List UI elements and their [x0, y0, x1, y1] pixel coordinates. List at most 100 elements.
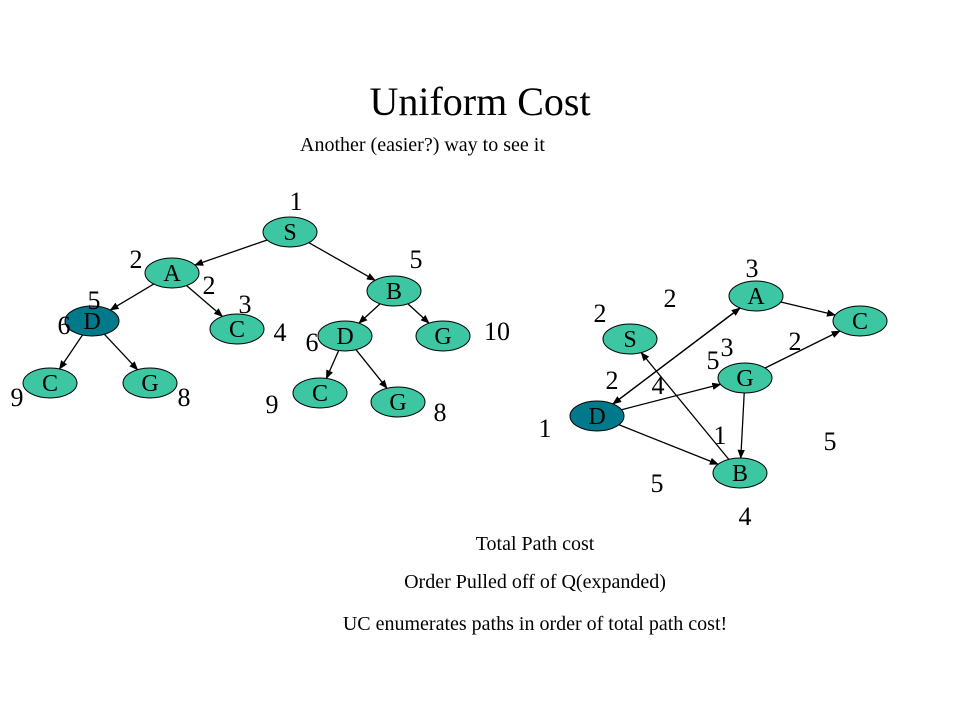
slide-title: Uniform Cost [369, 79, 591, 124]
graph-cost-number: 5 [651, 469, 664, 498]
tree-node-c: C [292, 377, 348, 409]
node-layer: S A B D C C G D G C G S A C G D B [22, 216, 888, 489]
tree-node-c: C [22, 367, 78, 399]
graph-edge [640, 351, 730, 460]
tree-edge [358, 303, 381, 324]
slide-subtitle: Another (easier?) way to see it [300, 134, 545, 156]
graph-cost-number: 1 [539, 414, 552, 443]
graph-cost-number: 2 [594, 299, 607, 328]
graph-node-g: G [717, 362, 773, 394]
tree-node-a: A [144, 257, 200, 289]
tree-edge [308, 242, 376, 281]
tree-node-label: C [42, 371, 58, 397]
tree-node-shape [209, 313, 265, 345]
tree-node-c: C [209, 313, 265, 345]
order-pulled-caption: Order Pulled off of Q(expanded) [404, 571, 666, 593]
graph-node-label: G [736, 366, 753, 392]
edge-layer [58, 239, 841, 465]
tree-node-label: D [83, 309, 100, 335]
graph-node-b: B [712, 457, 768, 489]
graph-cost-number: 2 [789, 327, 802, 356]
tree-node-shape [22, 367, 78, 399]
tree-cost-number: 5 [88, 286, 101, 315]
tree-edge [325, 350, 340, 380]
tree-cost-number: 3 [239, 290, 252, 319]
tree-cost-number: 9 [11, 383, 24, 412]
tree-cost-number: 1 [290, 187, 303, 216]
tree-edge [407, 303, 430, 324]
tree-edge [186, 285, 224, 317]
tree-cost-number: 8 [178, 383, 191, 412]
graph-node-d: D [569, 400, 625, 432]
tree-cost-number: 4 [274, 318, 287, 347]
tree-cost-number: 8 [434, 398, 447, 427]
tree-node-label: S [283, 220, 296, 246]
graph-node-a: A [728, 280, 784, 312]
graph-edge [780, 301, 837, 317]
tree-node-shape [415, 320, 471, 352]
graph-edge [764, 330, 841, 369]
graph-cost-number: 1 [714, 421, 727, 450]
tree-cost-number: 2 [130, 245, 143, 274]
graph-node-label: B [732, 461, 748, 487]
tree-node-g: G [415, 320, 471, 352]
graph-node-c: C [832, 305, 888, 337]
tree-node-shape [122, 367, 178, 399]
graph-edge [621, 382, 722, 411]
graph-cost-number: 4 [652, 371, 665, 400]
tree-node-shape [366, 275, 422, 307]
tree-cost-number: 6 [58, 311, 71, 340]
tree-node-label: C [229, 317, 245, 343]
tree-cost-number: 5 [410, 245, 423, 274]
tree-node-b: B [366, 275, 422, 307]
tree-edge [109, 283, 154, 311]
graph-node-shape [602, 323, 658, 355]
graph-node-label: A [747, 284, 765, 310]
graph-node-shape [569, 400, 625, 432]
graph-node-label: S [623, 327, 636, 353]
graph-cost-number: 5 [824, 427, 837, 456]
tree-node-s: S [262, 216, 318, 248]
tree-node-g: G [122, 367, 178, 399]
graph-node-label: D [588, 404, 605, 430]
graph-node-shape [712, 457, 768, 489]
graph-node-s: S [602, 323, 658, 355]
graph-cost-number: 5 [707, 346, 720, 375]
tree-edge [194, 239, 268, 266]
tree-node-label: D [336, 324, 353, 350]
tree-edge [355, 349, 388, 390]
graph-node-shape [717, 362, 773, 394]
tree-node-label: G [389, 390, 406, 416]
tree-node-d: D [64, 305, 120, 337]
graph-cost-number: 2 [606, 366, 619, 395]
graph-cost-number: 3 [721, 333, 734, 362]
graph-node-shape [832, 305, 888, 337]
tree-node-label: B [386, 279, 402, 305]
tree-node-shape [292, 377, 348, 409]
tree-node-shape [317, 320, 373, 352]
tree-node-label: C [312, 381, 328, 407]
graph-cost-number: 2 [664, 284, 677, 313]
tree-edge [58, 334, 84, 370]
summary-caption: UC enumerates paths in order of total pa… [342, 613, 728, 635]
tree-node-d: D [317, 320, 373, 352]
tree-cost-number: 2 [203, 271, 216, 300]
graph-cost-number: 3 [746, 254, 759, 283]
graph-edge [612, 307, 741, 405]
tree-node-label: A [163, 261, 181, 287]
tree-node-shape [144, 257, 200, 289]
tree-node-label: G [141, 371, 158, 397]
graph-edge [737, 392, 745, 459]
tree-node-shape [64, 305, 120, 337]
graph-edge [618, 424, 719, 465]
total-path-cost-caption: Total Path cost [475, 533, 595, 555]
tree-edge [103, 333, 139, 371]
graph-node-shape [728, 280, 784, 312]
tree-node-shape [370, 386, 426, 418]
tree-cost-number: 6 [306, 328, 319, 357]
graph-node-label: C [852, 309, 868, 335]
tree-cost-number: 9 [266, 390, 279, 419]
graph-cost-number: 4 [739, 502, 752, 531]
